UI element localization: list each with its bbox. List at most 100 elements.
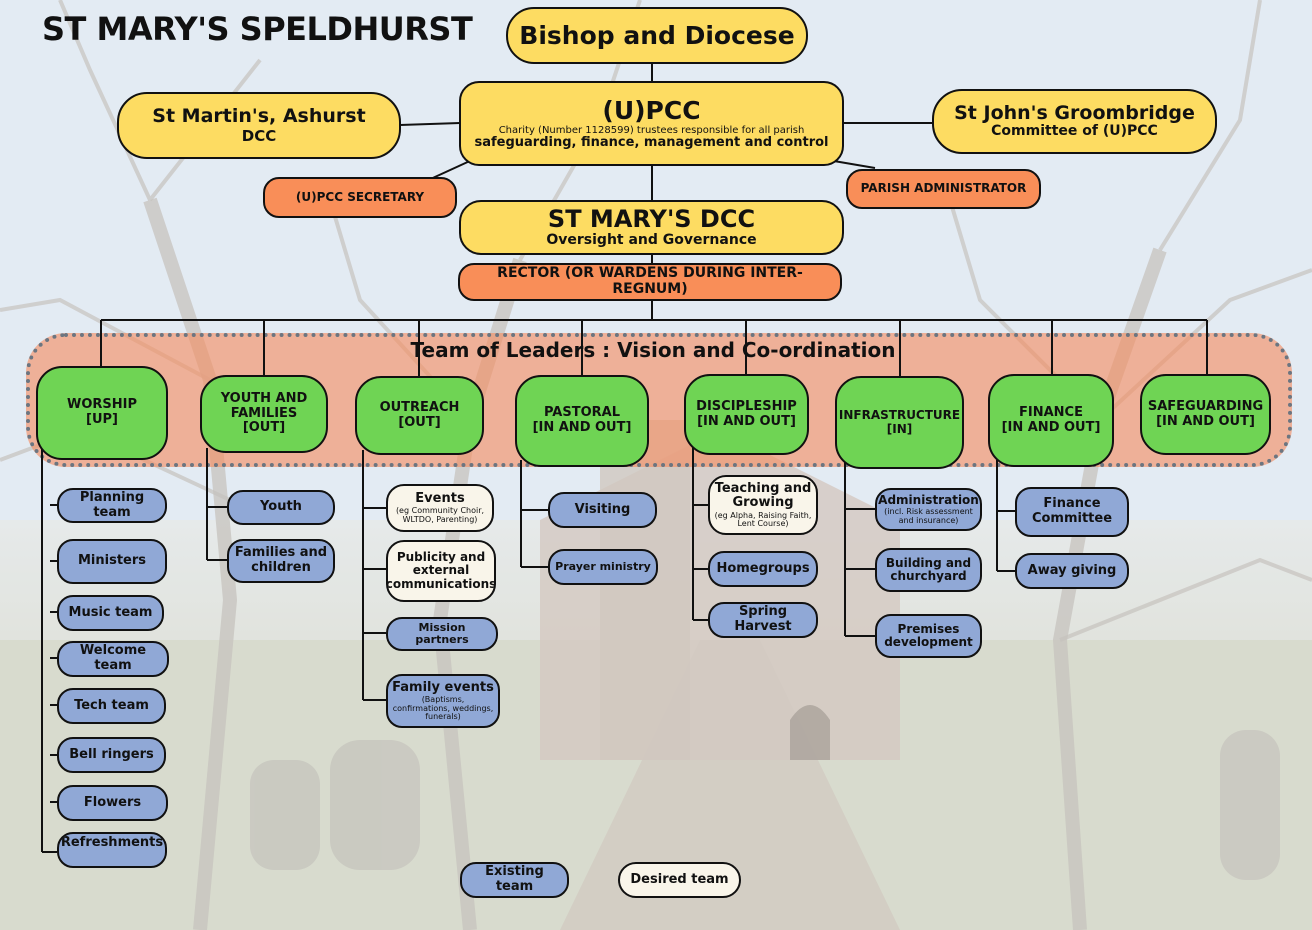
team-teaching-growing: Teaching and Growing (eg Alpha, Raising … (708, 475, 818, 535)
leader-youth-tag: [OUT] (242, 420, 286, 436)
team-ministers-label: Ministers (77, 553, 147, 569)
leader-infrastructure: INFRASTRUCTURE [IN] (835, 376, 964, 469)
team-welcome-label: Welcome team (79, 643, 147, 673)
st-johns-line1: St John's Groombridge (954, 102, 1195, 125)
team-youth-label: Youth (260, 499, 302, 515)
team-refreshments: Refreshments (57, 832, 167, 868)
team-visiting-label: Visiting (574, 501, 631, 517)
leader-finance-label: FINANCE (1019, 404, 1083, 420)
team-away-giving-label: Away giving (1027, 562, 1117, 578)
team-youth: Youth (227, 490, 335, 525)
team-music-label: Music team (68, 604, 153, 620)
bishop-diocese-box: Bishop and Diocese (506, 7, 808, 64)
team-homegroups-label: Homegroups (716, 560, 810, 576)
team-family-events-note: (Baptisms, confirmations, weddings, fune… (392, 695, 494, 721)
leader-outreach-label: OUTREACH (379, 399, 460, 415)
upcc-secretary-box: (U)PCC SECRETARY (263, 177, 457, 218)
legend-desired-label: Desired team (630, 871, 729, 887)
team-building-churchyard: Building and churchyard (875, 548, 982, 592)
team-publicity: Publicity and external communications (386, 540, 496, 602)
team-premises-development: Premises development (875, 614, 982, 658)
page-title: ST MARY'S SPELDHURST (42, 10, 473, 48)
team-welcome: Welcome team (57, 641, 169, 677)
team-ministers: Ministers (57, 539, 167, 584)
team-mission-partners: Mission partners (386, 617, 498, 651)
team-visiting: Visiting (548, 492, 657, 528)
legend-existing-label: Existing team (485, 864, 544, 894)
leader-discipleship-label: DISCIPLESHIP (696, 398, 797, 414)
st-johns-line2: Committee of (U)PCC (991, 123, 1158, 140)
st-marys-dcc-subtitle: Oversight and Governance (546, 232, 757, 249)
st-marys-dcc-box: ST MARY'S DCC Oversight and Governance (459, 200, 844, 255)
rector-label: RECTOR (OR WARDENS DURING INTER-REGNUM) (497, 265, 803, 297)
leader-outreach-tag: [OUT] (398, 414, 441, 430)
st-martins-line2: DCC (241, 126, 277, 145)
team-prayer-ministry-label: Prayer ministry (555, 559, 651, 573)
team-spring-harvest: Spring Harvest (708, 602, 818, 638)
leader-infrastructure-tag: [IN] (886, 421, 913, 436)
leader-safeguarding-label: SAFEGUARDING (1147, 398, 1264, 414)
bishop-diocese-label: Bishop and Diocese (519, 20, 795, 50)
team-spring-harvest-label: Spring Harvest (734, 604, 792, 634)
leader-finance: FINANCE [IN AND OUT] (988, 374, 1114, 467)
leader-safeguarding: SAFEGUARDING [IN AND OUT] (1140, 374, 1271, 455)
team-families-children: Families and children (227, 539, 335, 583)
team-administration: Administration (incl. Risk assessment an… (875, 488, 982, 531)
st-marys-dcc-title: ST MARY'S DCC (547, 205, 756, 234)
leader-outreach: OUTREACH [OUT] (355, 376, 484, 455)
leader-pastoral: PASTORAL [IN AND OUT] (515, 375, 649, 467)
team-planning-label: Planning team (79, 489, 145, 520)
rector-box: RECTOR (OR WARDENS DURING INTER-REGNUM) (458, 263, 842, 301)
team-teaching-growing-note: (eg Alpha, Raising Faith, Lent Course) (714, 510, 812, 529)
upcc-line1: Charity (Number 1128599) trustees respon… (498, 124, 805, 136)
st-martins-line1: St Martin's, Ashurst (152, 105, 366, 128)
upcc-secretary-label: (U)PCC SECRETARY (295, 189, 425, 204)
upcc-title: (U)PCC (602, 95, 701, 125)
team-planning: Planning team (57, 488, 167, 523)
team-events-note: (eg Community Choir, WLTDO, Parenting) (395, 506, 485, 524)
leader-pastoral-tag: [IN AND OUT] (532, 420, 632, 435)
team-flowers-label: Flowers (83, 794, 142, 810)
upcc-box: (U)PCC Charity (Number 1128599) trustees… (459, 81, 844, 166)
team-music: Music team (57, 595, 164, 631)
legend-existing-team: Existing team (460, 862, 569, 898)
team-events: Events (eg Community Choir, WLTDO, Paren… (386, 484, 494, 532)
team-bell-ringers: Bell ringers (57, 737, 166, 773)
team-of-leaders-title: Team of Leaders : Vision and Co-ordinati… (410, 338, 896, 362)
leader-safeguarding-tag: [IN AND OUT] (1156, 413, 1255, 429)
team-teaching-growing-label: Teaching and Growing (714, 480, 812, 511)
st-johns-box: St John's Groombridge Committee of (U)PC… (932, 89, 1217, 154)
team-building-churchyard-label: Building and churchyard (885, 555, 972, 583)
parish-administrator-box: PARISH ADMINISTRATOR (846, 169, 1041, 209)
team-premises-development-label: Premises development (884, 621, 973, 649)
legend-desired-team: Desired team (618, 862, 741, 898)
leader-pastoral-label: PASTORAL (543, 405, 621, 421)
leader-youth-and-families: YOUTH AND FAMILIES [OUT] (200, 375, 328, 453)
leader-worship-tag: [UP] (86, 412, 118, 427)
team-family-events-label: Family events (392, 679, 494, 695)
team-finance-committee-label: Finance Committee (1031, 496, 1113, 526)
team-away-giving: Away giving (1015, 553, 1129, 589)
team-family-events: Family events (Baptisms, confirmations, … (386, 674, 500, 728)
leader-worship-label: WORSHIP (66, 397, 137, 413)
team-tech: Tech team (57, 688, 166, 724)
leader-worship: WORSHIP [UP] (36, 366, 168, 460)
leader-finance-tag: [IN AND OUT] (1001, 419, 1101, 435)
leader-discipleship: DISCIPLESHIP [IN AND OUT] (684, 374, 809, 455)
leader-youth-label: YOUTH AND FAMILIES (220, 391, 308, 421)
team-administration-label: Administration (878, 492, 979, 507)
team-events-label: Events (415, 490, 465, 506)
team-families-children-label: Families and children (234, 545, 328, 575)
team-administration-note: (incl. Risk assessment and insurance) (884, 507, 973, 525)
team-flowers: Flowers (57, 785, 168, 821)
team-finance-committee: Finance Committee (1015, 487, 1129, 537)
team-refreshments-label: Refreshments (60, 835, 164, 850)
team-mission-partners-label: Mission partners (415, 620, 469, 646)
leader-discipleship-tag: [IN AND OUT] (697, 413, 796, 429)
st-martins-box: St Martin's, Ashurst DCC (117, 92, 401, 159)
upcc-line2: safeguarding, finance, management and co… (474, 134, 829, 150)
team-prayer-ministry: Prayer ministry (548, 549, 658, 585)
team-publicity-label: Publicity and external communications (386, 549, 496, 591)
leader-infrastructure-label: INFRASTRUCTURE (838, 408, 961, 423)
